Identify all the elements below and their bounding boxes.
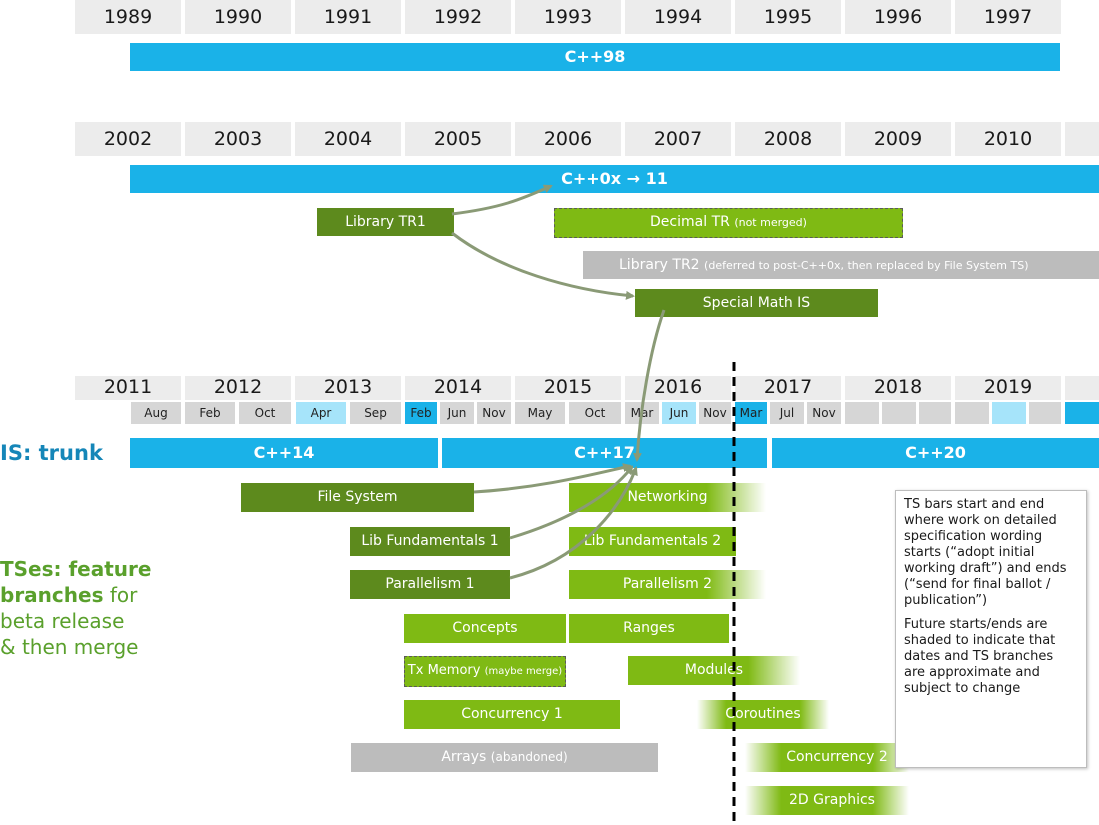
library-tr1-bar: Library TR1 bbox=[317, 208, 454, 236]
note-paragraph-1: TS bars start and end where work on deta… bbox=[904, 497, 1067, 608]
is-trunk-label: IS: trunk bbox=[0, 441, 103, 465]
arrays-label: Arrays bbox=[441, 749, 487, 765]
explanation-note: TS bars start and end where work on deta… bbox=[895, 490, 1087, 768]
cpp0x-trunk-bar: C++0x → 11 bbox=[130, 165, 1099, 193]
year-label: 1991 bbox=[295, 0, 401, 34]
tx-memory-note: (maybe merge) bbox=[484, 666, 563, 677]
year-label: 2005 bbox=[405, 122, 511, 156]
tses-label: TSes: feature branches for beta release … bbox=[0, 556, 200, 660]
decimal-tr-note: (not merged) bbox=[734, 216, 807, 229]
year-label: 1990 bbox=[185, 0, 291, 34]
arrays-ts-bar: Arrays (abandoned) bbox=[351, 743, 658, 772]
year-label: 2010 bbox=[955, 122, 1061, 156]
month-cell: Jul bbox=[770, 402, 804, 424]
tses-line-2-rest: for bbox=[103, 583, 138, 607]
2d-graphics-ts-bar: 2D Graphics bbox=[745, 786, 909, 815]
month-cell-empty bbox=[955, 402, 989, 424]
year-label: 1995 bbox=[735, 0, 841, 34]
cpp17-trunk-bar: C++17 bbox=[442, 438, 767, 468]
tr1-to-special-math-arrow bbox=[451, 231, 635, 300]
special-math-bar: Special Math IS bbox=[635, 289, 878, 317]
month-cell: Oct bbox=[239, 402, 291, 424]
tr1-to-cpp11-arrow bbox=[451, 184, 553, 216]
month-cell-empty bbox=[919, 402, 951, 424]
year-label-empty bbox=[1065, 122, 1099, 156]
year-label: 2015 bbox=[515, 376, 621, 400]
cpp14-trunk-bar: C++14 bbox=[130, 438, 438, 468]
ranges-ts-bar: Ranges bbox=[569, 614, 729, 643]
concurrency-2-ts-bar: Concurrency 2 bbox=[745, 743, 909, 772]
decimal-tr-bar: Decimal TR (not merged) bbox=[554, 208, 903, 238]
year-label: 2002 bbox=[75, 122, 181, 156]
month-cell: Mar bbox=[735, 402, 767, 424]
modules-ts-bar: Modules bbox=[628, 656, 800, 685]
year-label: 2003 bbox=[185, 122, 291, 156]
year-label-empty bbox=[1065, 376, 1099, 400]
decimal-tr-label: Decimal TR bbox=[650, 214, 730, 230]
library-tr2-bar: Library TR2 (deferred to post-C++0x, the… bbox=[583, 251, 1099, 279]
year-label: 1989 bbox=[75, 0, 181, 34]
library-tr2-note: (deferred to post-C++0x, then replaced b… bbox=[704, 259, 1029, 272]
year-label: 1997 bbox=[955, 0, 1061, 34]
file-system-ts-bar: File System bbox=[241, 483, 474, 512]
library-tr2-label: Library TR2 bbox=[619, 257, 700, 273]
year-label: 2012 bbox=[185, 376, 291, 400]
month-cell: Feb bbox=[405, 402, 437, 424]
year-label: 2007 bbox=[625, 122, 731, 156]
special-math-to-cpp17-arrow bbox=[632, 309, 666, 462]
lib-fundamentals-2-ts-bar: Lib Fundamentals 2 bbox=[569, 527, 736, 556]
tx-memory-label: Tx Memory bbox=[407, 663, 481, 678]
year-label: 2008 bbox=[735, 122, 841, 156]
month-cell: Oct bbox=[569, 402, 621, 424]
month-cell: May bbox=[515, 402, 565, 424]
month-cell: Apr bbox=[296, 402, 346, 424]
year-label: 2009 bbox=[845, 122, 951, 156]
year-label: 2017 bbox=[735, 376, 841, 400]
year-label: 2004 bbox=[295, 122, 401, 156]
month-cell: Nov bbox=[699, 402, 731, 424]
year-label: 1992 bbox=[405, 0, 511, 34]
year-label: 2011 bbox=[75, 376, 181, 400]
month-cell: Sep bbox=[350, 402, 401, 424]
concepts-ts-bar: Concepts bbox=[404, 614, 566, 643]
month-cell-empty bbox=[1065, 402, 1099, 424]
month-cell-empty bbox=[992, 402, 1026, 424]
coroutines-ts-bar: Coroutines bbox=[697, 700, 829, 729]
cpp20-trunk-bar: C++20 bbox=[772, 438, 1099, 468]
cpp98-trunk-bar: C++98 bbox=[130, 43, 1060, 71]
year-label: 1993 bbox=[515, 0, 621, 34]
year-label: 2006 bbox=[515, 122, 621, 156]
month-cell: Feb bbox=[185, 402, 235, 424]
year-label: 2018 bbox=[845, 376, 951, 400]
tses-line-4: & then merge bbox=[0, 635, 139, 659]
month-cell: Aug bbox=[131, 402, 181, 424]
tses-line-3: beta release bbox=[0, 609, 125, 633]
parallelism-1-ts-bar: Parallelism 1 bbox=[350, 570, 510, 599]
lib-fundamentals-1-ts-bar: Lib Fundamentals 1 bbox=[350, 527, 510, 556]
tses-line-1: TSes: feature bbox=[0, 557, 152, 581]
lib-fund-1-to-cpp17-arrow bbox=[509, 465, 634, 540]
note-paragraph-2: Future starts/ends are shaded to indicat… bbox=[904, 617, 1056, 696]
tses-line-2-bold: branches bbox=[0, 583, 104, 607]
month-cell-empty bbox=[882, 402, 916, 424]
month-cell-empty bbox=[845, 402, 879, 424]
month-cell: Jun bbox=[440, 402, 474, 424]
year-label: 1996 bbox=[845, 0, 951, 34]
year-label: 1994 bbox=[625, 0, 731, 34]
arrays-note: (abandoned) bbox=[490, 750, 568, 764]
year-label: 2013 bbox=[295, 376, 401, 400]
month-cell: Nov bbox=[807, 402, 841, 424]
tx-memory-ts-bar: Tx Memory (maybe merge) bbox=[404, 656, 566, 687]
year-label: 2014 bbox=[405, 376, 511, 400]
file-system-to-cpp17-arrow bbox=[473, 463, 632, 494]
concurrency-1-ts-bar: Concurrency 1 bbox=[404, 700, 620, 729]
month-cell: Nov bbox=[477, 402, 511, 424]
month-cell: Jun bbox=[662, 402, 696, 424]
month-cell-empty bbox=[1029, 402, 1061, 424]
year-label: 2019 bbox=[955, 376, 1061, 400]
parallelism-1-to-cpp17-arrow bbox=[509, 466, 638, 580]
